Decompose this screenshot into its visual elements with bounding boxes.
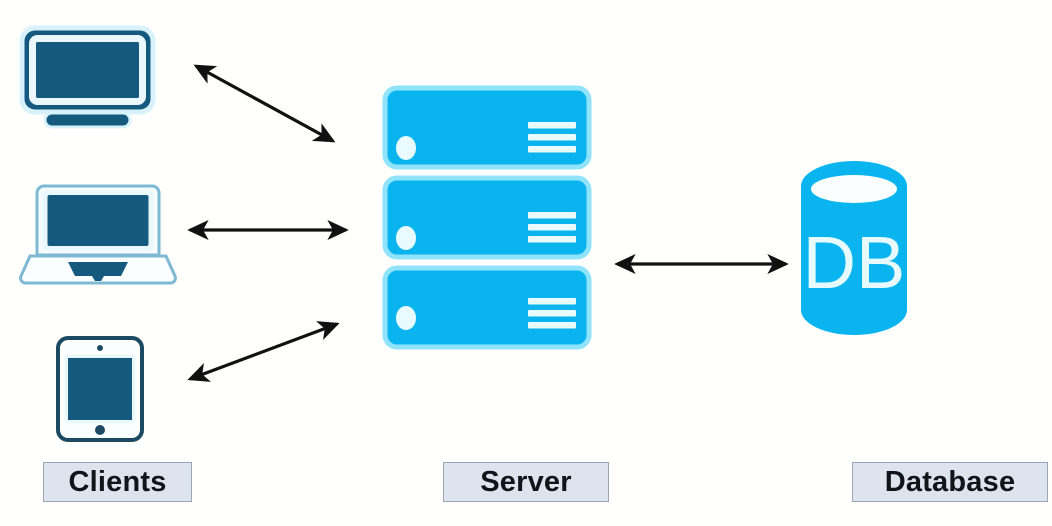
server-unit-bottom [382, 265, 592, 350]
database-label-text: DB [803, 221, 906, 304]
server-stack-icon [382, 85, 592, 350]
server-unit-top [382, 85, 592, 170]
caption-database: Database [852, 462, 1048, 502]
tablet-icon [56, 336, 144, 442]
caption-server: Server [443, 462, 609, 502]
caption-clients: Clients [43, 462, 192, 502]
database-cylinder-icon: DB [801, 161, 907, 335]
desktop-monitor-icon [19, 25, 156, 129]
arrow-desktop-server [193, 64, 336, 143]
connector-arrows [187, 64, 789, 382]
server-unit-middle [382, 175, 592, 260]
laptop-icon [19, 184, 177, 285]
arrow-tablet-server [187, 321, 340, 382]
